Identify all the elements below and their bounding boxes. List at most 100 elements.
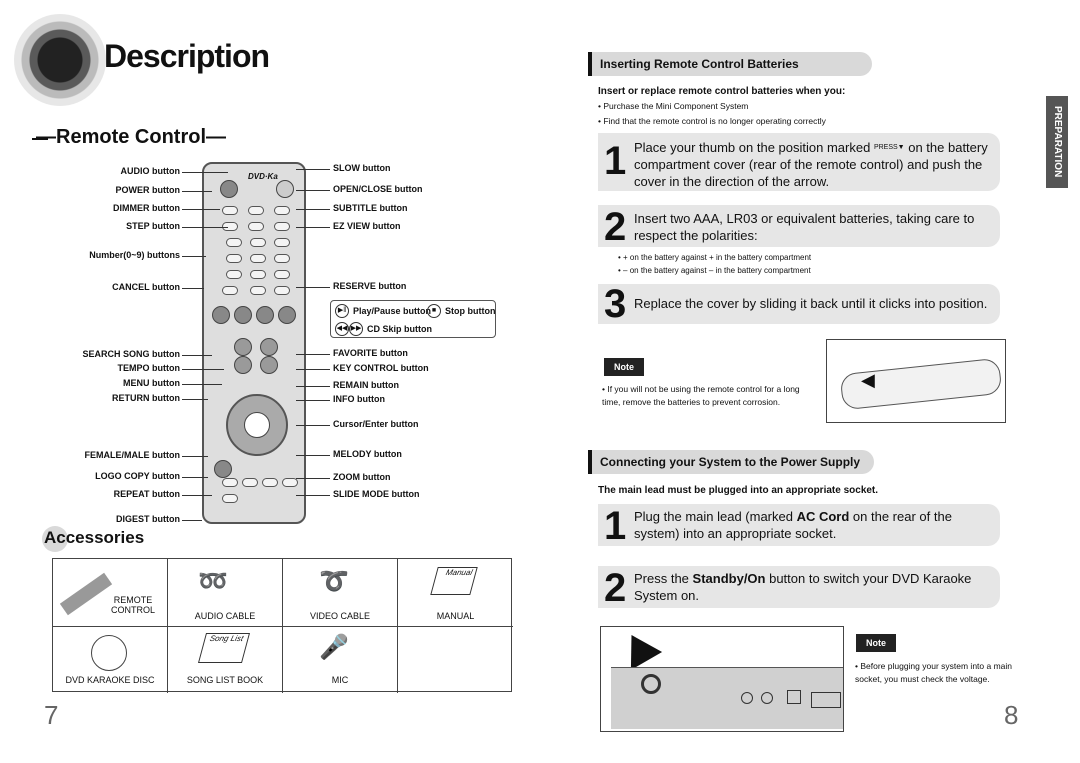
remote-label-left: TEMPO button: [117, 363, 181, 373]
num-key: [226, 254, 242, 263]
accessory-label: MIC: [331, 675, 349, 685]
leader-line: [296, 495, 330, 496]
leader-line: [182, 520, 202, 521]
leader-line: [296, 227, 330, 228]
leader-line: [296, 455, 330, 456]
plug-arrow-icon: [615, 626, 663, 670]
stop-icon: ■: [427, 304, 441, 318]
remote-label-left: CANCEL button: [112, 282, 180, 292]
remote-label-left: DIGEST button: [116, 514, 180, 524]
step-text-b: on the rear of the system) into an appro…: [634, 509, 952, 541]
remote-label-left: STEP button: [126, 221, 180, 231]
power-step-2: 2 Press the Standby/On button to switch …: [598, 566, 1000, 610]
remote-label-right: REMAIN button: [333, 380, 399, 390]
step-text-b: button to switch your DVD Karaoke System…: [634, 571, 972, 603]
disc-icon: [91, 635, 127, 671]
remote-label-right: OPEN/CLOSE button: [333, 184, 423, 194]
accessory-label: MANUAL: [436, 611, 475, 621]
battery-note-text: If you will not be using the remote cont…: [602, 384, 800, 407]
step-key: [222, 222, 238, 231]
remote-label-right: Cursor/Enter button: [333, 419, 419, 429]
mic-icon: 🎤: [319, 634, 349, 661]
tempo-up-key: [234, 338, 252, 356]
leader-line: [296, 190, 330, 191]
accessory-label: VIDEO CABLE: [309, 611, 371, 621]
press-icon: PRESS▼: [873, 144, 905, 151]
leader-line: [182, 477, 208, 478]
ac-socket-icon: [641, 674, 661, 694]
remote-label-left: DIMMER button: [113, 203, 180, 213]
accessories-heading: Accessories: [44, 528, 145, 547]
num-key: [250, 286, 266, 295]
ezview-key: [274, 222, 290, 231]
step-text-bold: AC Cord: [796, 509, 850, 524]
power-note-text: Before plugging your system into a main …: [855, 661, 1013, 684]
power-note: • Before plugging your system into a mai…: [855, 661, 1013, 684]
remote-label-right: RESERVE button: [333, 281, 407, 291]
leader-line: [296, 386, 330, 387]
leader-line: [296, 400, 330, 401]
step-text-a: Place your thumb on the position marked: [634, 140, 871, 155]
battery-bullet: • Purchase the Mini Component System: [598, 101, 749, 111]
accessories-table: REMOTE CONTROL ➿ AUDIO CABLE ➰ VIDEO CAB…: [52, 558, 513, 693]
polarity-text: + on the battery against + in the batter…: [623, 253, 812, 262]
batteries-heading: Inserting Remote Control Batteries: [588, 52, 872, 76]
step-number: 2: [604, 205, 627, 249]
cancel-key: [222, 286, 238, 295]
accessory-cell: 🎤 MIC: [283, 627, 398, 693]
accessory-cell: Song List SONG LIST BOOK: [168, 627, 283, 693]
skip-key: [278, 306, 296, 324]
skip-forward-icon: ▶▶: [349, 322, 363, 336]
leader-line: [296, 287, 330, 288]
accessory-label: DVD KARAOKE DISC: [65, 675, 155, 685]
remote-label-right: ZOOM button: [333, 472, 391, 482]
leader-line: [296, 169, 330, 170]
jack-icon: [761, 692, 773, 704]
step-text-a: Plug the main lead (marked: [634, 509, 797, 524]
leader-line: [296, 425, 330, 426]
polarity-text: – on the battery against – in the batter…: [623, 266, 811, 275]
play-pause-icon: ▶‖: [335, 304, 349, 318]
accessories-bullet: [42, 526, 68, 552]
accessory-cell: DVD KARAOKE DISC: [53, 627, 168, 693]
remote-label-left: AUDIO button: [120, 166, 180, 176]
enter-key: [244, 412, 270, 438]
leader-line: [182, 369, 224, 370]
skip-back-icon: ◀◀: [335, 322, 349, 336]
step-number: 1: [604, 504, 627, 548]
accessory-label: AUDIO CABLE: [194, 611, 256, 621]
rear-panel-illustration: [600, 626, 844, 732]
step-text-bold: Standby/On: [692, 571, 766, 586]
step-text: Press the Standby/On button to switch yo…: [634, 570, 996, 604]
battery-step-1: 1 Place your thumb on the position marke…: [598, 133, 1000, 191]
leader-line: [182, 288, 204, 289]
power-heading: Connecting your System to the Power Supp…: [588, 450, 874, 474]
key-up-key: [260, 338, 278, 356]
remote-label-right: EZ VIEW button: [333, 221, 401, 231]
jack-icon: [741, 692, 753, 704]
slide-key: [262, 478, 278, 487]
leader-line: [296, 478, 330, 479]
reserve-key: [274, 286, 290, 295]
video-cable-icon: ➰: [319, 568, 349, 595]
note-tag: Note: [604, 358, 644, 376]
manual-icon-text: Manual: [444, 568, 474, 577]
remote-label-right: SUBTITLE button: [333, 203, 408, 213]
leader-line: [296, 354, 330, 355]
key-down-key: [260, 356, 278, 374]
num-key: [274, 270, 290, 279]
dimmer-key: [222, 206, 238, 215]
note-tag: Note: [856, 634, 896, 652]
slide-arrow-icon: ◀: [861, 370, 875, 390]
step-number: 3: [604, 282, 627, 326]
dvd-logo: DVD·Ka: [248, 172, 278, 181]
transport-key: [212, 306, 230, 324]
num-key: [226, 238, 242, 247]
num-key: [274, 238, 290, 247]
polarity-bullet: • + on the battery against + in the batt…: [618, 253, 812, 262]
polarity-bullet: • – on the battery against – in the batt…: [618, 266, 811, 275]
remote-label-left: REPEAT button: [113, 489, 180, 499]
remote-label-right: FAVORITE button: [333, 348, 408, 358]
leader-line: [296, 369, 330, 370]
rear-panel-icon: [611, 667, 843, 729]
